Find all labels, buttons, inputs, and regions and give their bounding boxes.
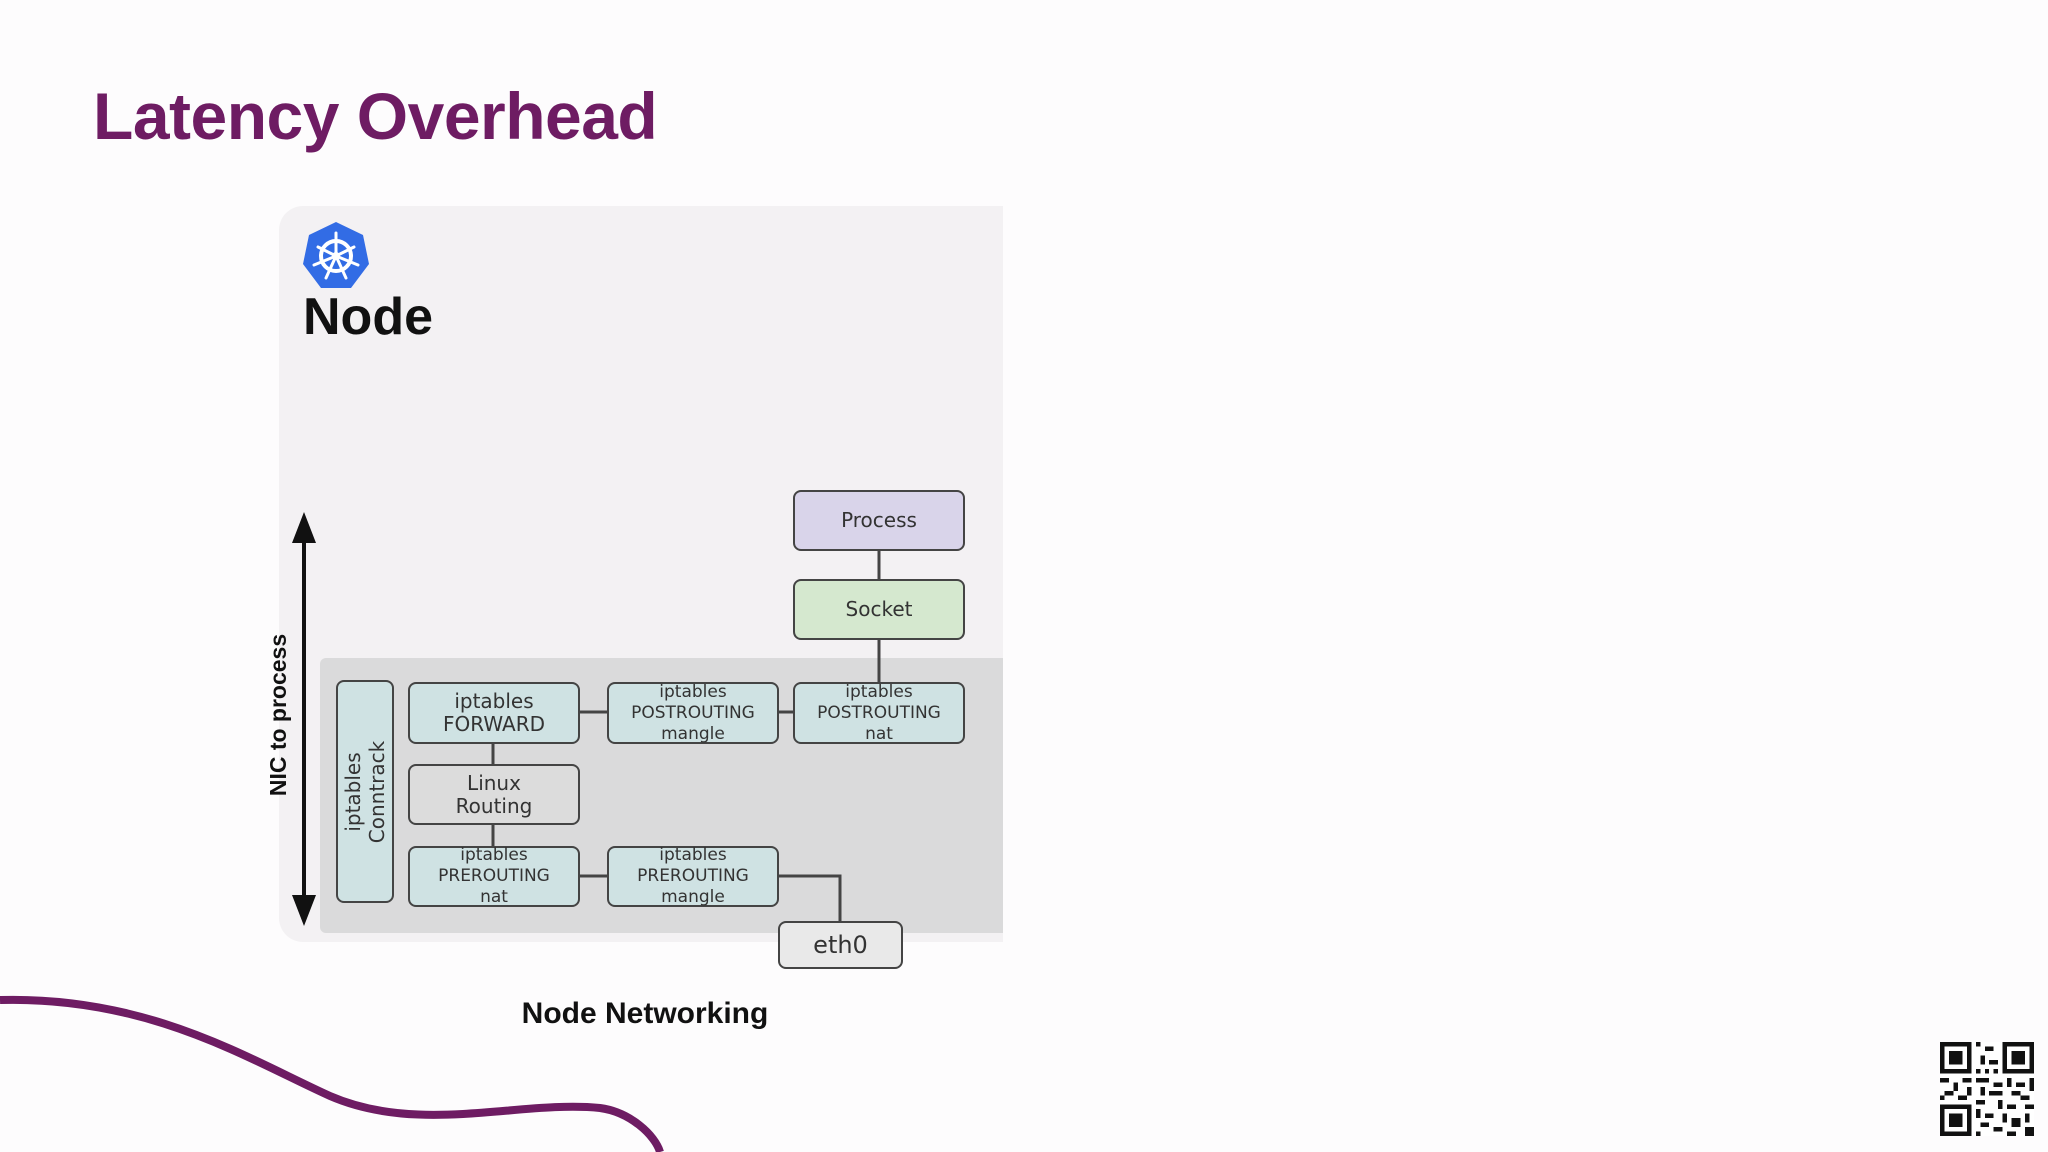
node-title: Node	[303, 288, 433, 346]
nic-to-process-arrow	[292, 512, 316, 926]
kubernetes-icon	[303, 222, 369, 288]
process-box: Process	[793, 490, 965, 551]
linux-routing-box: Linux Routing	[408, 764, 580, 825]
iptables-prerouting-mangle-box: iptables PREROUTING mangle	[607, 845, 779, 907]
socket-box: Socket	[793, 579, 965, 640]
iptables-forward-box: iptables FORWARD	[408, 682, 580, 744]
iptables-conntrack-box: iptables Conntrack	[336, 680, 394, 903]
slide-title: Latency Overhead	[93, 79, 658, 153]
axis-label: NIC to process	[265, 633, 291, 797]
eth0-box: eth0	[778, 921, 903, 969]
iptables-postrouting-mangle-box: iptables POSTROUTING mangle	[607, 682, 779, 744]
iptables-prerouting-nat-box: iptables PREROUTING nat	[408, 845, 580, 907]
diagram-caption: Node Networking	[521, 997, 769, 1030]
iptables-postrouting-nat-box: iptables POSTROUTING nat	[793, 682, 965, 744]
qr-code-icon	[1940, 1042, 2034, 1136]
iptables-conntrack-label: iptables Conntrack	[341, 740, 390, 843]
